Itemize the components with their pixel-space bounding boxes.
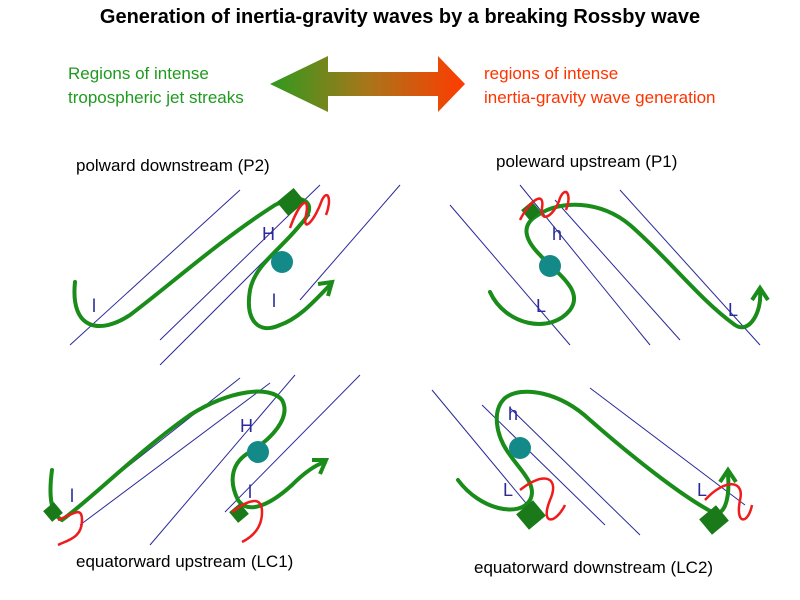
blocking-center-marker: [247, 441, 269, 463]
low-pressure-label: l: [92, 296, 96, 316]
panel-p2: H l l: [70, 185, 400, 365]
high-pressure-label: H: [240, 416, 253, 436]
contour-line: [300, 185, 400, 300]
contour-line: [620, 190, 760, 345]
high-pressure-label: h: [552, 224, 562, 244]
blocking-center-marker: [271, 251, 293, 273]
low-pressure-label: l: [248, 482, 252, 502]
high-pressure-label: H: [262, 224, 275, 244]
blocking-center-marker: [509, 437, 531, 459]
jet-stream-path: [458, 392, 728, 513]
low-pressure-label: L: [697, 480, 707, 500]
panel-lc2: h L L: [432, 388, 752, 535]
gravity-wave-squiggle: [58, 512, 82, 545]
jet-streak-marker: [516, 500, 546, 529]
panel-lc1: H l l: [43, 375, 360, 545]
contour-line: [225, 375, 360, 512]
panel-p1: h L L: [450, 185, 768, 345]
jet-stream-path: [490, 205, 760, 328]
contour-line: [70, 190, 240, 345]
low-pressure-label: L: [536, 296, 546, 316]
blocking-center-marker: [539, 255, 561, 277]
high-pressure-label: h: [508, 404, 518, 424]
low-pressure-label: l: [272, 291, 276, 311]
double-arrow-icon: [270, 56, 465, 112]
low-pressure-label: l: [70, 486, 74, 506]
low-pressure-label: L: [728, 300, 738, 320]
low-pressure-label: L: [503, 480, 513, 500]
jet-streak-marker: [277, 188, 305, 216]
contour-line: [555, 200, 680, 340]
